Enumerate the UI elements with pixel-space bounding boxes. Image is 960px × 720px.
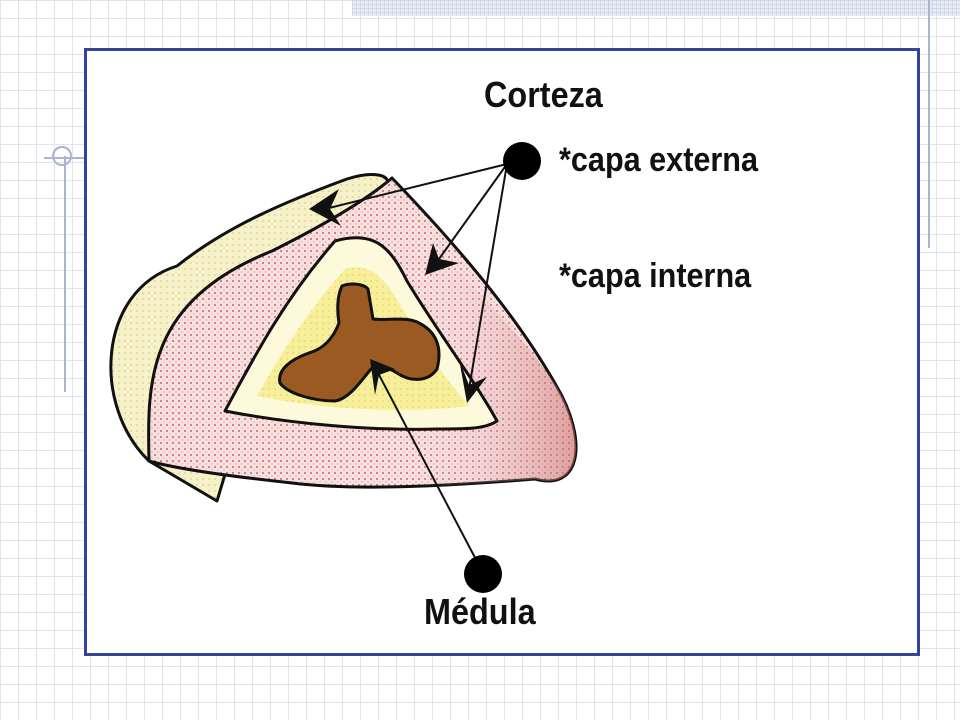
pointer-dot-medula (464, 555, 502, 593)
label-corteza: Corteza (484, 74, 603, 115)
arrowhead-medula (370, 359, 395, 395)
pointer-line-inner (468, 163, 508, 390)
pointer-line-outer (324, 163, 508, 210)
figure-frame: Corteza *capa externa *capa interna Médu… (84, 48, 920, 656)
anatomy-diagram (109, 142, 578, 593)
arrowhead-middle (425, 243, 459, 275)
pointer-line-middle (438, 163, 508, 260)
pointer-dot-corteza (503, 142, 541, 180)
label-medula: Médula (424, 591, 536, 632)
label-capa-externa: *capa externa (559, 141, 759, 179)
decorative-circle (52, 146, 72, 166)
decorative-line-left (64, 156, 66, 392)
pointer-line-medula (376, 370, 483, 572)
arrowhead-inner (459, 359, 487, 403)
medulla-shape (278, 282, 441, 403)
slide-top-band (352, 0, 960, 16)
decorative-line-right (928, 0, 930, 248)
arrowhead-outer (309, 189, 341, 226)
label-capa-interna: *capa interna (559, 257, 752, 295)
